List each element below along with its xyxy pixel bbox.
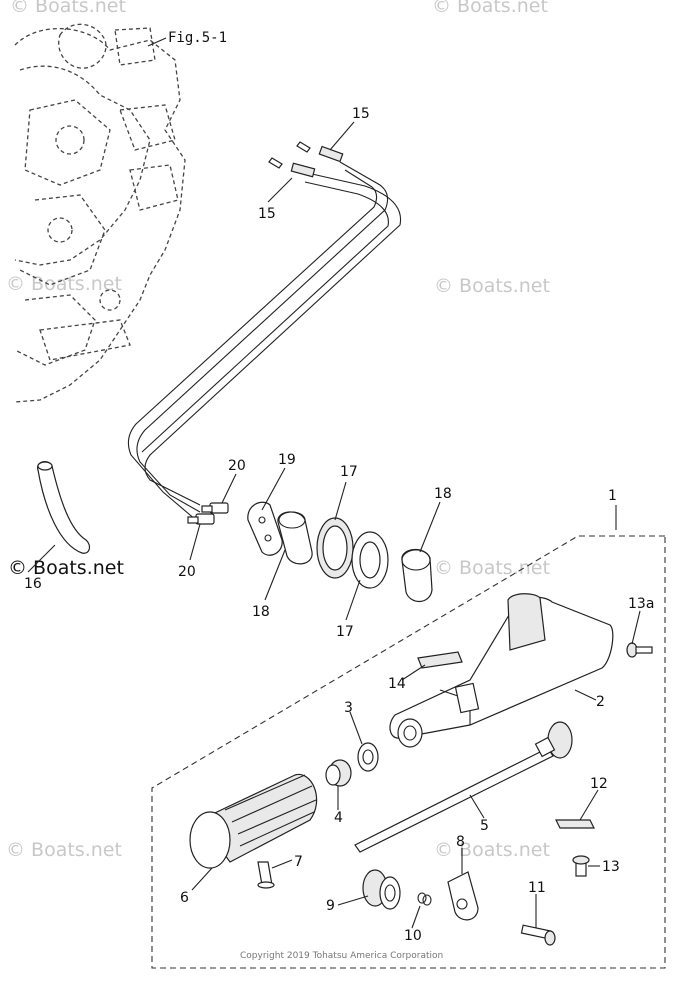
- throttle-grip: [189, 773, 318, 869]
- callout-5: 5: [480, 818, 489, 834]
- friction-knob: [362, 869, 401, 910]
- watermark: © Boats.net: [434, 557, 550, 579]
- callout-14: 14: [388, 676, 406, 692]
- callout-13a: 13a: [628, 596, 654, 612]
- screw: [626, 642, 653, 658]
- tiller-handle: [389, 593, 614, 748]
- watermark: © Boats.net: [10, 0, 126, 17]
- friction-gear: [316, 517, 389, 589]
- figure-reference: Fig.5-1: [168, 30, 227, 46]
- callout-15: 15: [352, 106, 370, 122]
- clamp: [447, 871, 479, 921]
- callout-7: 7: [294, 854, 303, 870]
- watermark: © Boats.net: [432, 0, 548, 17]
- key: [555, 819, 595, 829]
- bushing: [401, 549, 433, 603]
- bolt: [520, 924, 556, 946]
- callout-17: 17: [336, 624, 354, 640]
- callout-18: 18: [434, 486, 452, 502]
- bolts: [187, 502, 229, 525]
- plate: [247, 501, 283, 556]
- callout-19: 19: [278, 452, 296, 468]
- callout-11: 11: [528, 880, 546, 896]
- leader-lines: [27, 121, 641, 929]
- assembly-boundary: [151, 535, 666, 969]
- throttle-cables: [127, 141, 402, 521]
- callout-18: 18: [252, 604, 270, 620]
- callout-13: 13: [602, 859, 620, 875]
- callout-2: 2: [596, 694, 605, 710]
- watermark: © Boats.net: [6, 273, 122, 295]
- callout-20: 20: [228, 458, 246, 474]
- callout-3: 3: [344, 700, 353, 716]
- callout-17: 17: [340, 464, 358, 480]
- callout-15: 15: [258, 206, 276, 222]
- callout-20: 20: [178, 564, 196, 580]
- callout-12: 12: [590, 776, 608, 792]
- callout-6: 6: [180, 890, 189, 906]
- watermark: © Boats.net: [434, 275, 550, 297]
- watermark: © Boats.net: [434, 839, 550, 861]
- engine-reference-outline: [14, 23, 186, 403]
- decal: [417, 651, 463, 669]
- hose: [36, 461, 91, 554]
- callout-16: 16: [24, 576, 42, 592]
- screw: [572, 855, 590, 877]
- callout-10: 10: [404, 928, 422, 944]
- callout-1: 1: [608, 488, 617, 504]
- copyright-notice: Copyright 2019 Tohatsu America Corporati…: [240, 951, 443, 961]
- collar: [357, 742, 379, 772]
- callout-8: 8: [456, 834, 465, 850]
- callout-4: 4: [334, 810, 343, 826]
- spring: [417, 892, 432, 906]
- watermark: © Boats.net: [6, 839, 122, 861]
- throttle-shaft: [354, 721, 573, 853]
- callout-9: 9: [326, 898, 335, 914]
